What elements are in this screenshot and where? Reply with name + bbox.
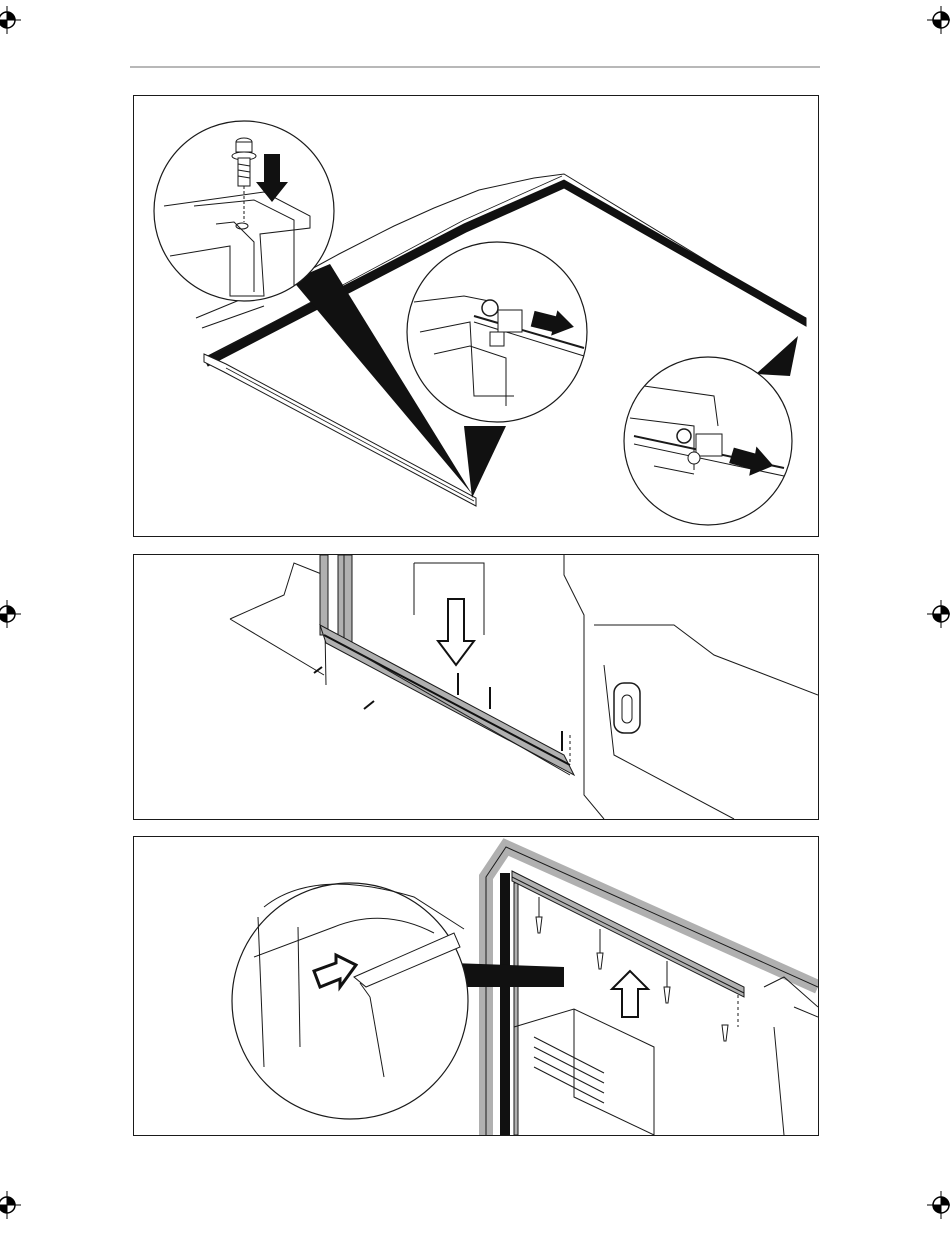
screw-icon bbox=[722, 995, 738, 1041]
registration-mark-icon bbox=[927, 1191, 950, 1219]
screw-icon bbox=[536, 897, 542, 933]
screw-icon bbox=[664, 961, 670, 1003]
vent-slats bbox=[534, 1037, 604, 1103]
arrow-down-icon bbox=[438, 599, 474, 665]
figure-frame-assembly bbox=[133, 95, 819, 537]
top-rail-illustration bbox=[134, 837, 818, 1135]
screw-icon bbox=[364, 701, 374, 709]
screw-icon bbox=[597, 929, 603, 969]
figure-top-rail-install bbox=[133, 836, 819, 1136]
registration-mark-icon bbox=[927, 600, 950, 628]
registration-mark-icon bbox=[0, 1191, 21, 1219]
registration-mark-icon bbox=[927, 6, 950, 34]
bottom-rail-illustration bbox=[134, 555, 818, 819]
frame-assembly-illustration bbox=[134, 96, 818, 536]
registration-mark-icon bbox=[0, 600, 21, 628]
header-rule bbox=[130, 66, 820, 68]
arrow-up-icon bbox=[612, 971, 648, 1017]
door-handle-icon bbox=[614, 683, 640, 733]
figure-bottom-rail-install bbox=[133, 554, 819, 820]
registration-mark-icon bbox=[0, 6, 21, 34]
